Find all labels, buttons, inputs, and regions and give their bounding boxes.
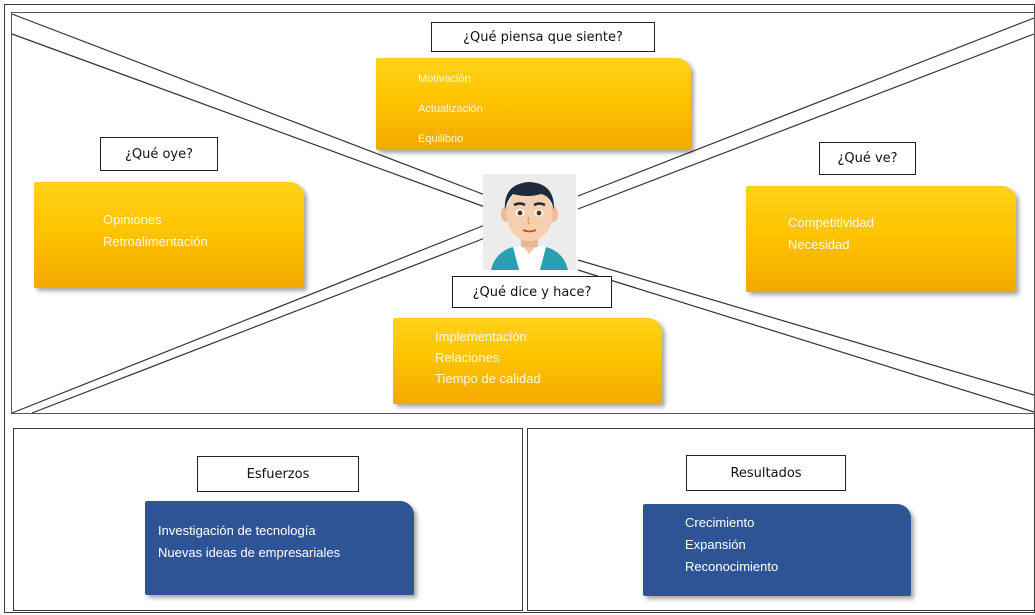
label-oye: ¿Qué oye? xyxy=(100,137,218,171)
person-avatar-icon xyxy=(483,174,576,270)
oye-item: Retroalimentación xyxy=(103,234,208,249)
dice-item: Implementación xyxy=(435,329,527,344)
piensa-item: Actualización xyxy=(418,103,483,115)
resultados-item: Reconocimiento xyxy=(685,559,779,574)
diagonal-bottom-left xyxy=(31,237,486,414)
piensa-item: Equilibrio xyxy=(418,133,464,145)
label-piensa: ¿Qué piensa que siente? xyxy=(431,22,655,52)
card-oye: Opiniones Retroalimentación xyxy=(34,182,304,288)
diagonal-top-right xyxy=(577,17,1035,197)
card-ve: Competitividad Necesidad xyxy=(746,186,1016,292)
esfuerzos-item: Investigación de tecnología xyxy=(158,523,316,538)
diagonal-bottom-right xyxy=(577,259,1035,396)
label-resultados: Resultados xyxy=(686,455,846,491)
esfuerzos-item: Nuevas ideas de empresariales xyxy=(158,545,341,560)
card-resultados: Crecimiento Expansión Reconocimiento xyxy=(643,504,911,596)
label-dice: ¿Qué dice y hace? xyxy=(452,276,612,308)
card-esfuerzos: Investigación de tecnología Nuevas ideas… xyxy=(145,501,414,595)
piensa-item: Motivación xyxy=(418,73,471,85)
esfuerzos-panel xyxy=(13,428,523,611)
diagonal-top-left xyxy=(11,13,486,196)
ve-item: Necesidad xyxy=(788,237,850,252)
dice-item: Relaciones xyxy=(435,350,500,365)
resultados-item: Expansión xyxy=(685,537,746,552)
label-esfuerzos: Esfuerzos xyxy=(197,456,359,492)
ve-item: Competitividad xyxy=(788,215,874,230)
oye-item: Opiniones xyxy=(103,212,162,227)
dice-item: Tiempo de calidad xyxy=(435,371,541,386)
label-ve: ¿Qué ve? xyxy=(819,142,916,175)
resultados-item: Crecimiento xyxy=(685,515,755,530)
card-piensa: Motivación Actualización Equilibrio xyxy=(376,58,691,150)
card-dice: Implementación Relaciones Tiempo de cali… xyxy=(393,318,662,404)
